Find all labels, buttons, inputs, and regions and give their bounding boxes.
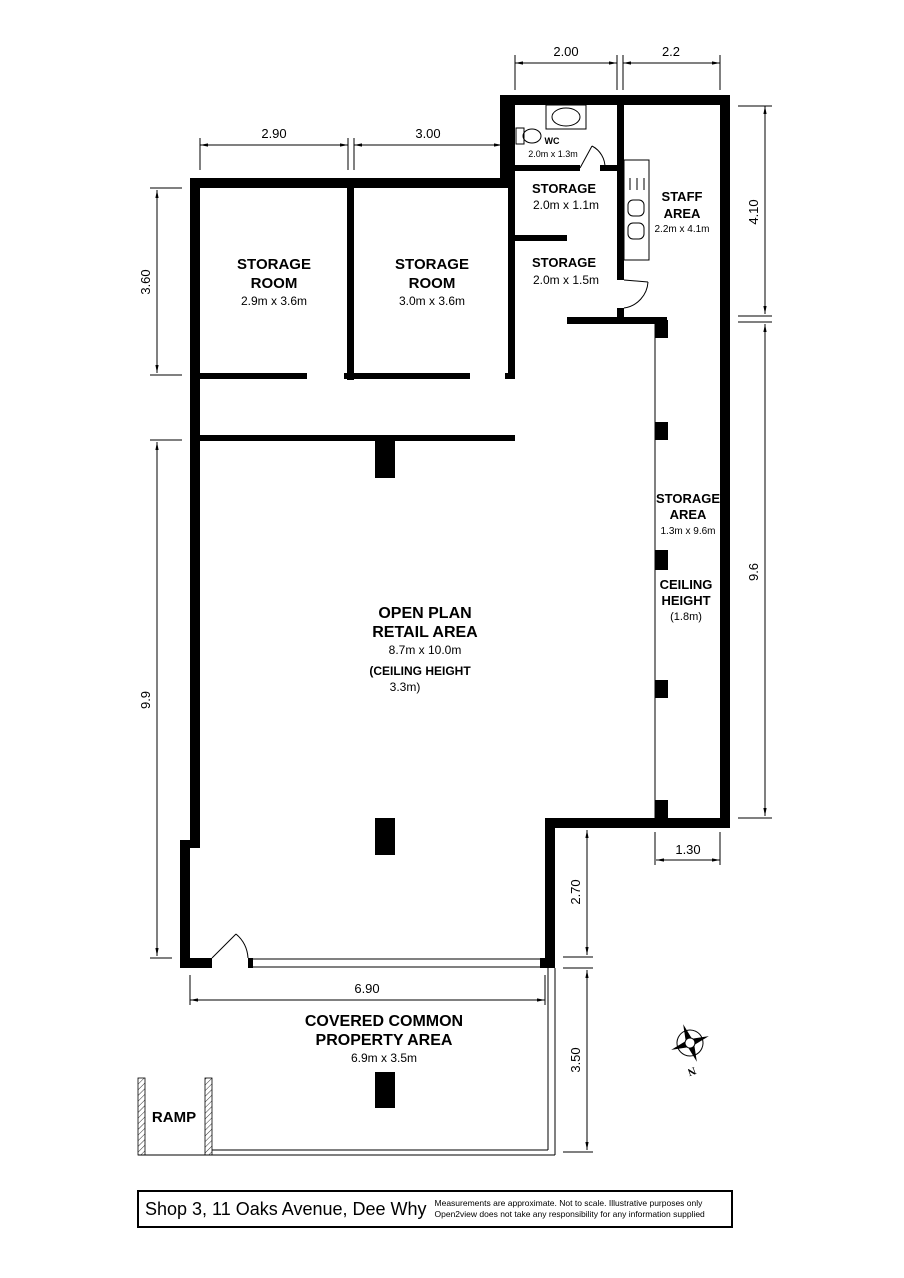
retail-size: 8.7m x 10.0m [389,643,462,657]
shopfront-glazing [253,958,540,968]
wc-label: WC [545,136,560,146]
dim-top-room1: 2.90 [261,126,286,141]
kitchenette-bench [623,159,650,261]
storage-room-1-label: STORAGE [237,256,311,273]
title-block: Shop 3, 11 Oaks Avenue, Dee Why Measurem… [137,1190,733,1228]
wc-size: 2.0m x 1.3m [528,149,578,159]
ramp-rails [137,1077,213,1156]
covered-area-label: COVERED COMMON [305,1013,463,1030]
storage-ceiling-label-2: HEIGHT [661,593,710,608]
storage-room-2-label-2: ROOM [409,275,456,292]
storage-2-label: STORAGE [532,255,596,270]
wc-fixtures [515,104,587,145]
retail-label: OPEN PLAN [378,605,471,622]
storage-1-size: 2.0m x 1.1m [533,198,599,212]
retail-ceiling-2: 3.3m) [390,680,421,694]
storage-area-label-2: AREA [670,507,707,522]
dim-front-width: 6.90 [354,981,379,996]
covered-area-size: 6.9m x 3.5m [351,1051,417,1065]
entry-door [211,933,249,959]
storage-area-size: 1.3m x 9.6m [660,526,715,537]
exterior-walls [180,95,730,968]
dimension-lines [150,55,772,1153]
storage-ceiling-height: (1.8m) [670,611,702,623]
staff-area-size: 2.2m x 4.1m [654,224,709,235]
dim-top-room2: 3.00 [415,126,440,141]
dim-covered-depth: 3.50 [568,1047,583,1072]
dim-top-staff: 2.2 [662,44,680,59]
storage-ceiling-label: CEILING [660,577,713,592]
covered-area-outline [138,968,556,1156]
storage-area-divider [654,320,668,820]
staff-area-label-2: AREA [664,206,701,221]
staff-area-label: STAFF [662,189,703,204]
storage-area-label: STORAGE [656,491,720,506]
storage-1-label: STORAGE [532,181,596,196]
retail-ceiling: (CEILING HEIGHT [369,664,471,678]
disclaimer-line-1: Measurements are approximate. Not to sca… [434,1198,703,1208]
dim-left-rooms: 3.60 [138,269,153,294]
disclaimer-line-2: Open2view does not take any responsibili… [434,1209,705,1219]
property-address: Shop 3, 11 Oaks Avenue, Dee Why [145,1198,427,1219]
compass-icon [671,1024,709,1062]
interior-walls [197,100,667,441]
ramp-label: RAMP [152,1109,196,1126]
storage-room-1-size: 2.9m x 3.6m [241,294,307,308]
storage-room-2-label: STORAGE [395,256,469,273]
dim-right-storage: 9.6 [746,563,761,581]
dim-left-retail: 9.9 [138,691,153,709]
interior-doors [579,145,649,309]
covered-area-label-2: PROPERTY AREA [316,1032,453,1049]
retail-label-2: RETAIL AREA [372,624,478,641]
storage-room-1-label-2: ROOM [251,275,298,292]
compass-north-label: N [686,1064,698,1078]
dim-right-staff: 4.10 [746,199,761,224]
disclaimer: Measurements are approximate. Not to sca… [435,1198,705,1220]
storage-2-size: 2.0m x 1.5m [533,273,599,287]
columns [375,440,395,1108]
dim-storage-width: 1.30 [675,842,700,857]
dim-front-step: 2.70 [568,879,583,904]
storage-room-2-size: 3.0m x 3.6m [399,294,465,308]
dim-top-wc: 2.00 [553,44,578,59]
